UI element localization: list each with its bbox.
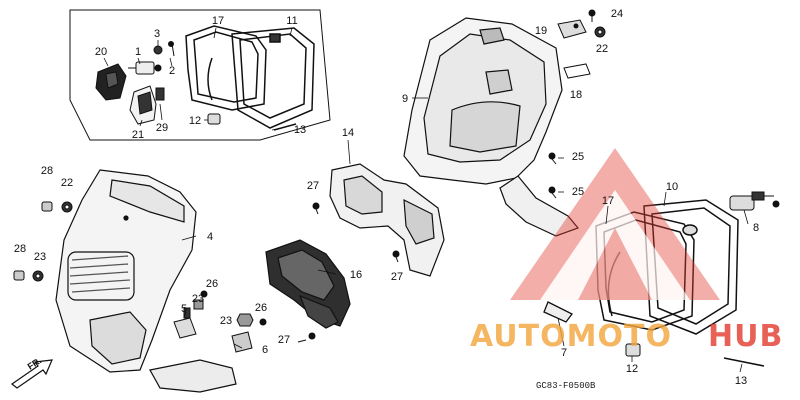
- part-label-27c: 27: [278, 334, 290, 346]
- fitting-29: [155, 87, 165, 101]
- vent-slats: [67, 251, 135, 301]
- nut-3: [153, 45, 163, 55]
- lock-8: [729, 191, 780, 211]
- part-label-25b: 25: [572, 186, 584, 198]
- bracket-19: [557, 19, 587, 39]
- screw-24: [588, 9, 596, 22]
- key-cover-15: [95, 63, 127, 101]
- part-label-10: 10: [666, 181, 678, 193]
- bracket-6: [231, 331, 253, 353]
- part-label-18: 18: [570, 89, 582, 101]
- front-direction-arrow: [10, 359, 53, 389]
- duct-14: [329, 163, 445, 277]
- screw-27b: [392, 250, 400, 263]
- part-label-3: 3: [154, 28, 160, 40]
- lid-10: [643, 199, 739, 335]
- part-label-27b: 27: [391, 271, 403, 283]
- part-label-28a: 28: [41, 165, 53, 177]
- part-label-1: 1: [135, 46, 141, 58]
- part-label-27a: 27: [307, 180, 319, 192]
- clip-28b: [13, 270, 25, 281]
- part-label-21: 22: [596, 43, 608, 55]
- part-label-17-upper: 17: [212, 15, 224, 27]
- part-label-6: 6: [262, 344, 268, 356]
- inset-frame: [69, 9, 331, 141]
- part-label-23a: 23: [192, 293, 204, 305]
- switch-housing-20: [129, 85, 157, 125]
- part-label-7: 7: [561, 347, 567, 359]
- washer-22a: [61, 201, 73, 213]
- drawing-code: GC83-F0500B: [536, 381, 596, 391]
- leader-lines: [103, 27, 749, 373]
- part-label-13-upper: 13: [294, 124, 306, 136]
- part-labels: 20 1 3 2 17 11 21 29 12 13 9 19 24 22 18…: [14, 8, 759, 387]
- bracket-5: [173, 307, 197, 339]
- screw-25b: [548, 186, 557, 199]
- watermark-brand-hub: HUB: [708, 319, 783, 354]
- part-label-24: 24: [611, 8, 623, 20]
- watermark-logo: [510, 148, 720, 300]
- part-label-11: 11: [286, 15, 297, 27]
- part-label-8: 8: [753, 222, 759, 234]
- washer-22b: [32, 270, 44, 282]
- inner-box-9: [403, 17, 563, 185]
- watermark-brand-automoto: AUTOMOTO: [470, 319, 672, 354]
- cover-16: [265, 239, 351, 329]
- part-label-25a: 25: [572, 151, 584, 163]
- part-label-5: 5: [181, 303, 187, 315]
- pin-13-lower: [723, 357, 765, 367]
- grommet-12-upper: [207, 113, 221, 125]
- part-label-4: 4: [207, 231, 213, 243]
- hinge-7: [543, 301, 573, 323]
- nut-23a: [193, 299, 204, 310]
- nut-21: [594, 26, 606, 38]
- frame-17-upper: [185, 25, 267, 111]
- part-label-28b: 28: [14, 243, 26, 255]
- screw-26b: [259, 318, 267, 326]
- part-label-26b: 26: [255, 302, 267, 314]
- part-label-22a: 22: [61, 177, 73, 189]
- leg-shield-4: [55, 169, 237, 393]
- screw-27c: [297, 332, 316, 343]
- part-label-13-lower: 13: [735, 375, 747, 387]
- part-label-26a: 26: [206, 278, 218, 290]
- part-label-12-lower: 12: [626, 363, 638, 375]
- screw-2: [168, 41, 175, 57]
- part-label-14: 14: [342, 127, 354, 139]
- label-plate-18: [563, 63, 591, 79]
- part-label-23b: 23: [220, 315, 232, 327]
- part-label-12-upper: 12: [189, 115, 201, 127]
- lid-11-upper: [231, 27, 315, 129]
- part-label-9: 9: [402, 93, 408, 105]
- part-label-17-lower: 17: [602, 195, 614, 207]
- screw-25a: [548, 152, 557, 165]
- part-label-19: 19: [535, 25, 547, 37]
- clip-28a: [41, 201, 53, 212]
- watermark-text: AUTOMOTO HUB: [470, 319, 783, 354]
- screw-27a: [312, 202, 320, 215]
- part-label-16: 16: [350, 269, 362, 281]
- part-label-15: 20: [95, 46, 107, 58]
- part-label-29: 29: [156, 122, 168, 134]
- grommet-12-lower: [625, 343, 641, 357]
- part-label-22b: 23: [34, 251, 46, 263]
- screw-26a: [200, 290, 208, 298]
- part-label-20: 21: [132, 129, 144, 141]
- key-switch-1: [128, 61, 162, 75]
- inner-box-9-strap: [499, 175, 580, 237]
- part-label-2: 2: [169, 65, 175, 77]
- nut-23b: [236, 313, 254, 327]
